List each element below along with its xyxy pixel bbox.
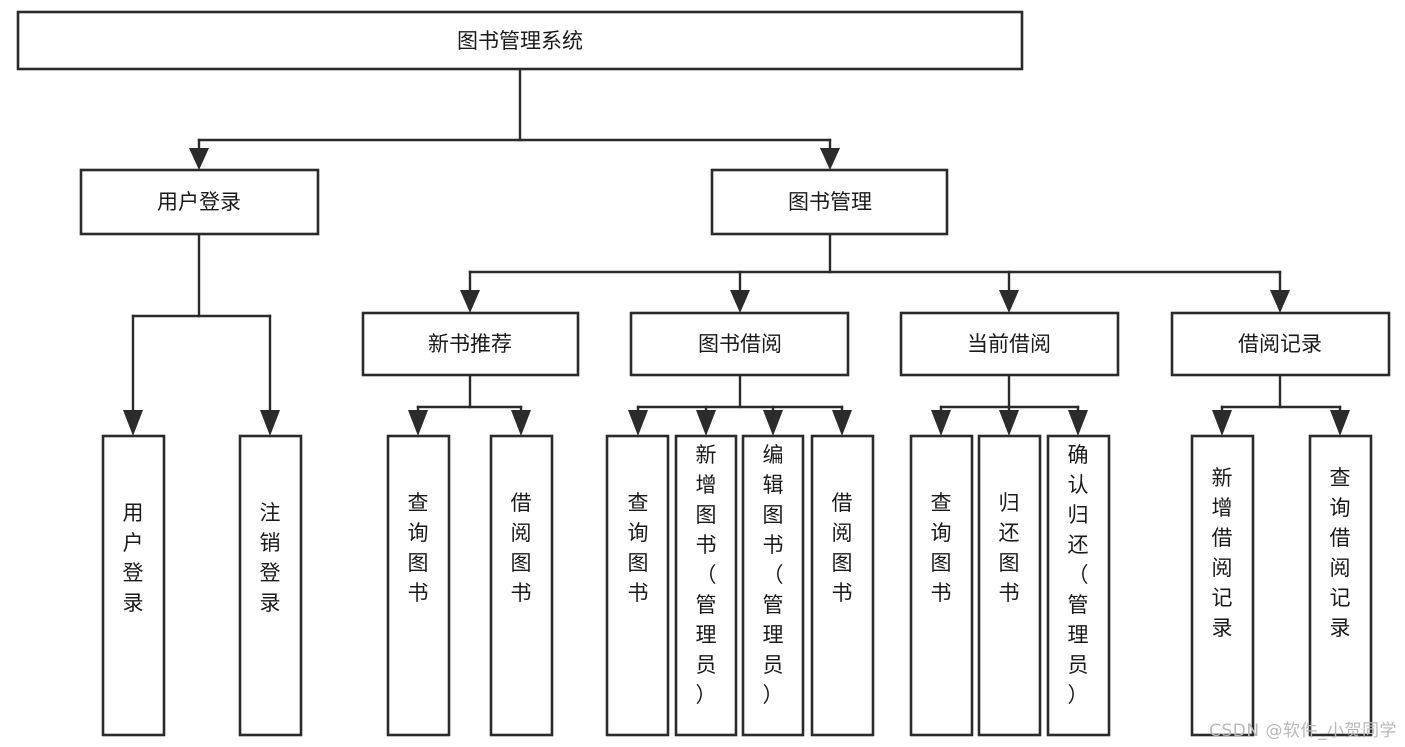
arrow-leaf-borrow-record-1 <box>1212 410 1232 436</box>
leaf-book-borrow-3[interactable]: 编辑图书（管理员） <box>741 434 805 737</box>
leaf-book-borrow-2-label: 新增图书（管理员） <box>696 443 717 707</box>
leaf-book-borrow-4-box[interactable] <box>810 434 875 737</box>
leaf-borrow-record-2-box[interactable] <box>1308 434 1373 737</box>
leaf-borrow-record-1[interactable]: 新增借阅记录 <box>1190 434 1255 737</box>
arrow-leaf-current-borrow-2 <box>999 410 1019 436</box>
arrow-user-login <box>189 148 209 170</box>
arrow-borrow-record <box>1270 290 1290 313</box>
leaf-current-borrow-1-box[interactable] <box>909 434 974 737</box>
arrow-leaf-current-borrow-1 <box>931 410 951 436</box>
arrow-leaf-borrow-record-2 <box>1330 410 1350 436</box>
leaf-new-book-1[interactable]: 查询图书 <box>386 434 451 737</box>
arrow-new-book <box>460 290 480 313</box>
leaf-new-book-2-box[interactable] <box>489 434 554 737</box>
leaf-book-borrow-3-box[interactable] <box>741 434 805 737</box>
node-book-manage-box[interactable] <box>710 168 949 236</box>
leaf-current-borrow-2-box[interactable] <box>977 434 1042 737</box>
node-new-book-label: 新书推荐 <box>428 332 512 356</box>
arrow-leaf-book-borrow-2 <box>696 410 716 436</box>
leaf-user-login-2[interactable]: 注销登录 <box>238 434 303 737</box>
node-current-borrow[interactable]: 当前借阅 <box>899 311 1120 377</box>
arrow-leaf-new-book-1 <box>408 410 428 436</box>
node-book-manage[interactable]: 图书管理 <box>710 168 949 236</box>
leaf-user-login-1-label: 用户登录 <box>123 501 144 615</box>
leaf-current-borrow-1[interactable]: 查询图书 <box>909 434 974 737</box>
leaf-current-borrow-2-label: 归还图书 <box>999 491 1020 605</box>
leaf-book-borrow-4[interactable]: 借阅图书 <box>810 434 875 737</box>
node-root-box[interactable] <box>16 10 1024 71</box>
arrow-leaf-book-borrow-4 <box>832 410 852 436</box>
leaf-new-book-1-box[interactable] <box>386 434 451 737</box>
node-book-borrow[interactable]: 图书借阅 <box>629 311 850 377</box>
leaf-book-borrow-1-box[interactable] <box>605 434 670 737</box>
node-root[interactable]: 图书管理系统 <box>16 10 1024 71</box>
connector-layer <box>123 67 1350 436</box>
leaf-current-borrow-2[interactable]: 归还图书 <box>977 434 1042 737</box>
leaf-book-borrow-2-box[interactable] <box>674 434 738 737</box>
leaf-book-borrow-1-label: 查询图书 <box>628 491 649 605</box>
arrow-book-borrow <box>730 290 750 313</box>
leaf-new-book-2[interactable]: 借阅图书 <box>489 434 554 737</box>
node-book-manage-label: 图书管理 <box>788 190 872 214</box>
node-book-borrow-label: 图书借阅 <box>698 332 782 356</box>
node-user-login-box[interactable] <box>79 168 320 236</box>
leaf-current-borrow-1-label: 查询图书 <box>931 491 952 605</box>
node-current-borrow-label: 当前借阅 <box>967 332 1051 356</box>
node-borrow-record-box[interactable] <box>1170 311 1391 377</box>
node-borrow-record-label: 借阅记录 <box>1238 332 1322 356</box>
leaf-current-borrow-3[interactable]: 确认归还（管理员） <box>1046 434 1111 737</box>
arrow-current-borrow <box>999 290 1019 313</box>
arrow-leaf-user-login-2 <box>260 410 280 436</box>
node-borrow-record[interactable]: 借阅记录 <box>1170 311 1391 377</box>
leaf-book-borrow-3-label: 编辑图书（管理员） <box>763 443 784 707</box>
arrow-leaf-new-book-2 <box>511 410 531 436</box>
node-book-borrow-box[interactable] <box>629 311 850 377</box>
node-current-borrow-box[interactable] <box>899 311 1120 377</box>
arrow-leaf-book-borrow-1 <box>628 410 648 436</box>
leaf-user-login-2-label: 注销登录 <box>260 501 281 615</box>
leaf-user-login-1[interactable]: 用户登录 <box>101 434 166 737</box>
leaf-book-borrow-1[interactable]: 查询图书 <box>605 434 670 737</box>
leaf-new-book-1-label: 查询图书 <box>408 491 429 605</box>
leaf-book-borrow-4-label: 借阅图书 <box>832 491 853 605</box>
leaf-user-login-1-box[interactable] <box>101 434 166 737</box>
node-new-book[interactable]: 新书推荐 <box>361 311 580 377</box>
node-user-login-label: 用户登录 <box>157 190 241 214</box>
arrow-leaf-current-borrow-3 <box>1068 410 1088 436</box>
leaf-user-login-2-box[interactable] <box>238 434 303 737</box>
leaf-new-book-2-label: 借阅图书 <box>511 491 532 605</box>
leaf-borrow-record-1-label: 新增借阅记录 <box>1212 466 1233 640</box>
node-user-login[interactable]: 用户登录 <box>79 168 320 236</box>
leaf-current-borrow-3-label: 确认归还（管理员） <box>1068 443 1089 707</box>
node-new-book-box[interactable] <box>361 311 580 377</box>
leaf-borrow-record-1-box[interactable] <box>1190 434 1255 737</box>
leaf-borrow-record-2-label: 查询借阅记录 <box>1330 466 1351 640</box>
leaf-book-borrow-2[interactable]: 新增图书（管理员） <box>674 434 738 737</box>
arrow-book-manage <box>820 148 840 170</box>
leaf-current-borrow-3-box[interactable] <box>1046 434 1111 737</box>
leaf-borrow-record-2[interactable]: 查询借阅记录 <box>1308 434 1373 737</box>
arrow-leaf-user-login-1 <box>123 410 143 436</box>
node-root-label: 图书管理系统 <box>457 29 583 53</box>
arrow-leaf-book-borrow-3 <box>763 410 783 436</box>
